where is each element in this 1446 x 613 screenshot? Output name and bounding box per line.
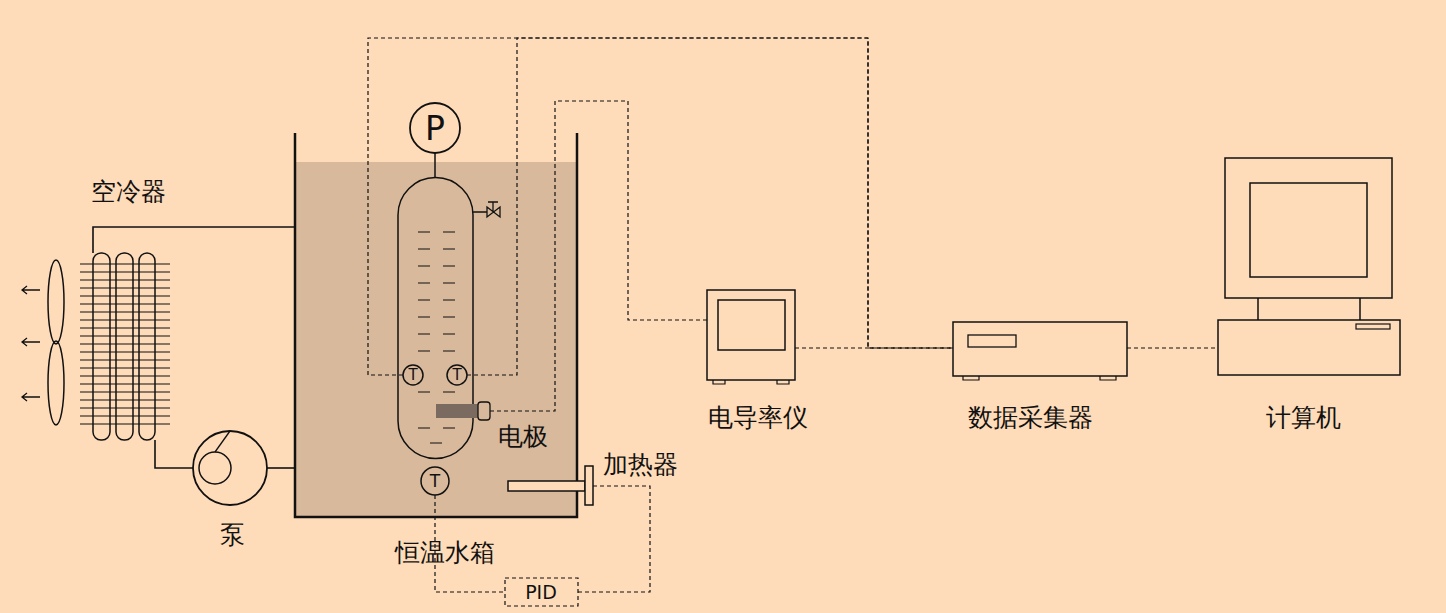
air-cooler: 空冷器: [80, 253, 170, 440]
meter-body: [707, 290, 795, 380]
pressure-gauge: [410, 103, 460, 153]
cooler-coil: [93, 253, 110, 440]
pump: 泵: [193, 431, 267, 505]
gauge-stem: [434, 153, 436, 178]
cooler-fins: [80, 264, 170, 424]
monitor-body: [1225, 158, 1392, 298]
electrode-fitting: [478, 402, 490, 420]
water-pipe: [93, 227, 295, 253]
pid-controller: PID: [505, 578, 578, 606]
water-pipe: [155, 440, 193, 468]
signal-wire: [368, 38, 953, 375]
daq-body: [953, 322, 1127, 376]
water-pipe: [267, 467, 295, 469]
signal-wire: [490, 101, 707, 411]
node-label: P: [425, 111, 445, 147]
node-label: 计算机: [1266, 404, 1341, 432]
monitor-neck: [1258, 298, 1360, 320]
signal-wire: [578, 486, 650, 592]
fan-blade: [48, 341, 64, 425]
heater-flange: [585, 466, 593, 505]
pump-body: [193, 431, 267, 505]
electrode: 电极: [436, 402, 490, 420]
fan-blade: [48, 260, 64, 344]
signal-wire: [795, 347, 953, 348]
meter-screen: [718, 300, 785, 350]
pressure-gauge: P: [410, 103, 460, 153]
computer-case: [1218, 320, 1400, 375]
node-label: 电导率仪: [708, 404, 808, 432]
cooler-coil: [139, 253, 155, 440]
airflow-arrow: [22, 286, 40, 401]
temperature-sensor: T: [447, 365, 467, 385]
temperature-sensor: [447, 365, 467, 385]
node-label: T: [408, 367, 417, 384]
monitor-screen: [1250, 183, 1367, 277]
node-label: T: [430, 472, 440, 491]
daq-feet: [963, 376, 1116, 380]
tank-water: [296, 162, 576, 516]
node-label: PID: [525, 582, 557, 603]
pid-box: [505, 578, 578, 606]
drive-slot: [1356, 324, 1390, 329]
meter-feet: [713, 380, 789, 384]
computer: 计算机: [1218, 158, 1400, 375]
tank-wall: [295, 133, 577, 517]
signal-wire: [467, 38, 953, 375]
conductivity-meter: 电导率仪: [707, 290, 795, 380]
heater: 加热器: [508, 466, 593, 505]
temperature-sensor: [421, 467, 449, 495]
signal-wire: [1127, 347, 1218, 348]
valve-symbol: [473, 202, 500, 217]
temperature-sensor: [403, 365, 423, 385]
temperature-sensor: T: [421, 467, 449, 495]
daq-slot: [968, 335, 1016, 347]
water-tank: 恒温水箱PTT电极T: [295, 133, 577, 517]
electrode-rod: [436, 404, 478, 418]
heater-rod: [508, 481, 585, 491]
node-label: 恒温水箱: [395, 539, 495, 567]
node-label: 加热器: [603, 451, 678, 479]
pump-impeller: [199, 452, 231, 484]
data-acquisition: 数据采集器: [953, 322, 1127, 376]
temperature-sensor: T: [403, 365, 423, 385]
pump-line: [215, 431, 230, 452]
node-label: 数据采集器: [968, 404, 1093, 432]
node-label: 空冷器: [91, 178, 166, 206]
cooler-coil: [116, 253, 133, 440]
node-label: 泵: [220, 521, 245, 549]
node-label: 电极: [498, 423, 548, 451]
node-label: T: [452, 367, 461, 384]
